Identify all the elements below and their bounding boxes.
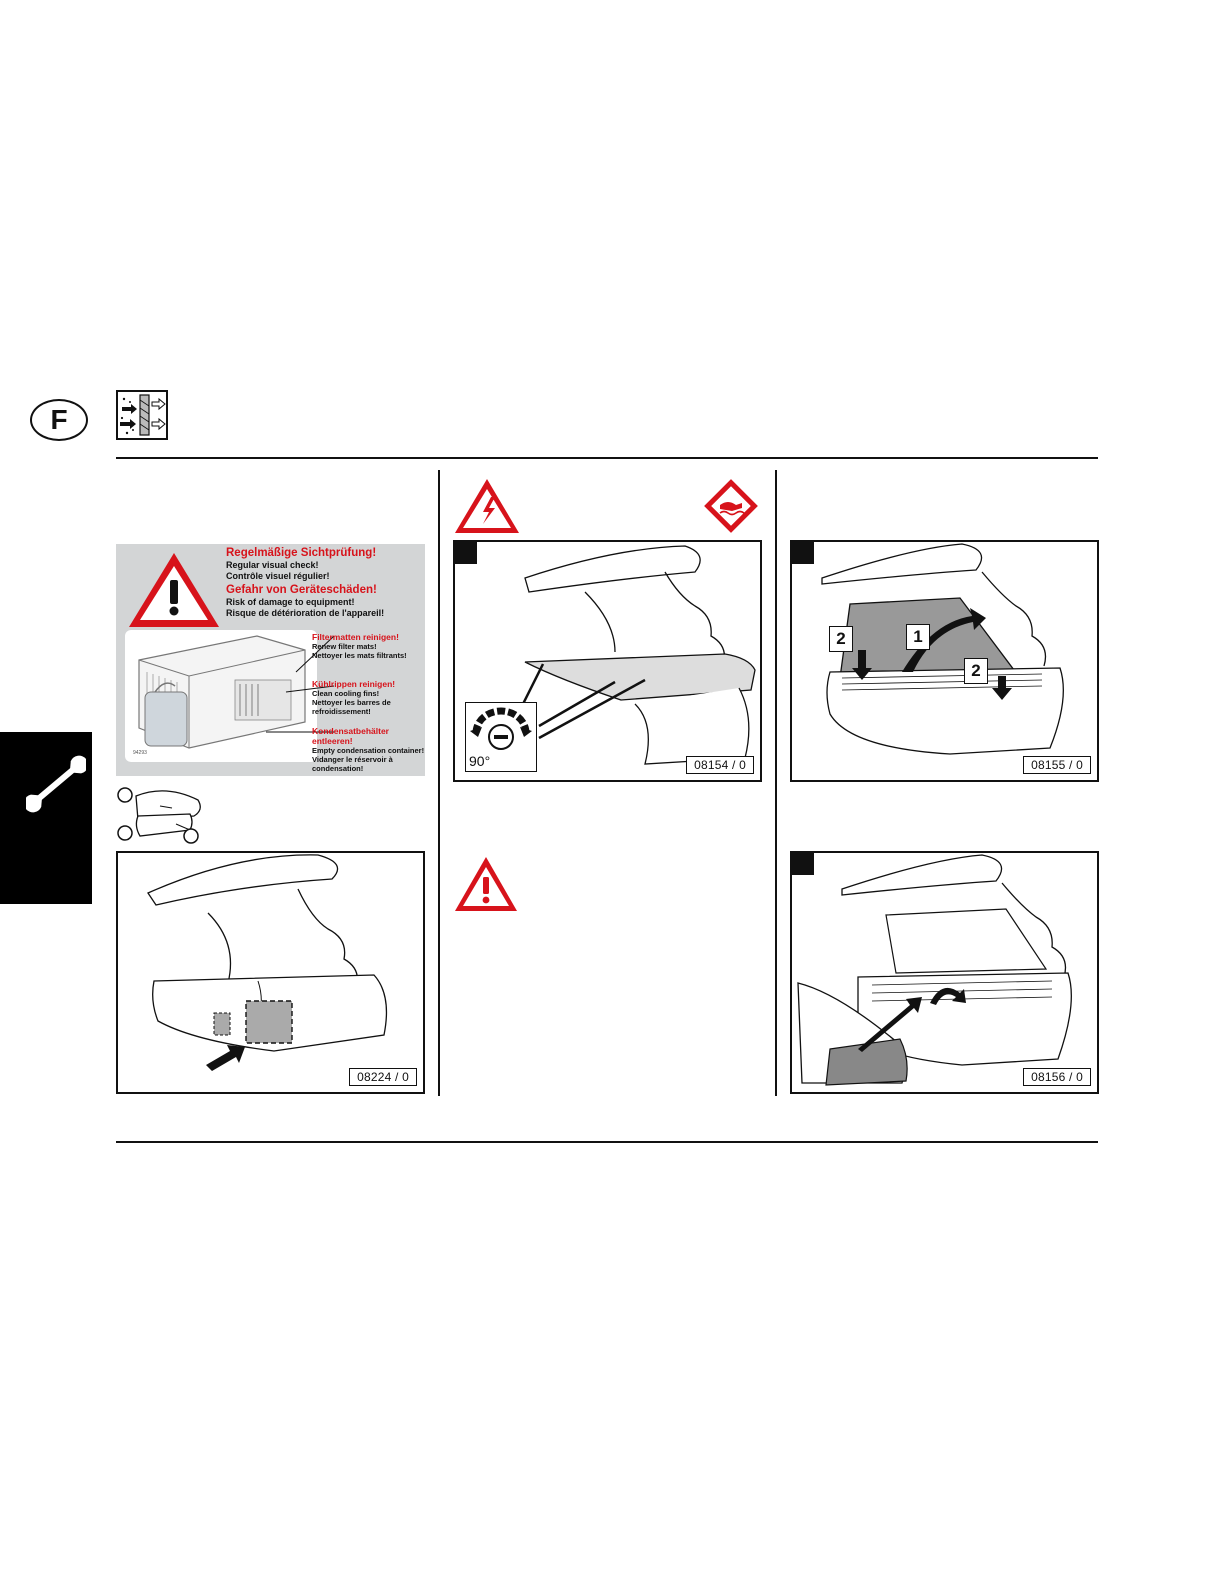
rotary-knob-icon [470,707,532,750]
figure-code: 08155 / 0 [1023,756,1091,774]
solarium-thumbnail [116,786,206,846]
column-divider-right [775,470,777,1096]
sticker-item-line: Vidanger le réservoir à condensation! [312,755,393,773]
sticker-leader-lines [266,635,335,733]
sticker-line: Risk of damage to equipment! [226,597,355,607]
sticker-item-line: Renew filter mats! [312,642,377,651]
figure-marker [792,853,814,875]
sticker-item-title: Kühlrippen reinigen! [312,679,396,689]
rotation-label: 90° [469,753,491,769]
header-rule [116,457,1098,459]
sticker-line: Regular visual check! [226,560,319,570]
sticker-item-line: Nettoyer les barres de refroidissement! [312,698,391,716]
sticker-heading-1: Regelmäßige Sichtprüfung! [226,547,377,559]
figure-marker [455,542,477,564]
figure-code: 08224 / 0 [349,1068,417,1086]
sticker-item-title: Filtermatten reinigen! [312,632,399,642]
figure-code: 08156 / 0 [1023,1068,1091,1086]
callout-2-right: 2 [964,658,988,684]
sticker-item-line: Nettoyer les mats filtrants! [312,651,407,660]
rotation-inset: 90° [465,702,537,772]
electric-hazard-icon [453,477,521,535]
figure-08156: 08156 / 0 [790,851,1099,1094]
warning-sticker: Regelmäßige Sichtprüfung! Regular visual… [116,544,425,776]
figure-08154: 90° 08154 / 0 [453,540,762,782]
footer-rule [116,1141,1098,1143]
sticker-item-title: Kondensatbehälter entleeren! [312,726,389,746]
hot-surface-icon [700,475,762,537]
solarium-drawing [797,854,1072,1086]
callout-2-left: 2 [829,626,853,652]
figure-marker [792,542,814,564]
wrench-icon [26,754,86,814]
filter-mat-icon [116,390,168,440]
sticker-panel: 94293 [125,630,317,762]
air-conditioner-drawing: 94293 [133,635,306,756]
figure-code: 08154 / 0 [686,756,754,774]
column-divider-left [438,470,440,1096]
sticker-line: Risque de détérioration de l'appareil! [226,607,385,618]
sticker-item-line: Empty condensation container! [312,746,425,755]
sticker-item-line: Clean cooling fins! [312,689,380,698]
solarium-drawing [821,543,1064,755]
figure-08224: 08224 / 0 [116,851,425,1094]
solarium-drawing [517,545,756,765]
warning-triangle-icon [126,550,222,630]
sticker-code: 94293 [133,750,147,756]
callout-1: 1 [906,624,930,650]
maintenance-side-tab [0,732,92,904]
warning-triangle-icon [453,855,519,913]
language-badge: F [30,399,88,441]
sticker-heading-2: Gefahr von Geräteschäden! [226,584,377,596]
solarium-drawing [147,854,388,1071]
sticker-line: Contrôle visuel régulier! [226,570,330,581]
figure-08155: 2 1 2 08155 / 0 [790,540,1099,782]
